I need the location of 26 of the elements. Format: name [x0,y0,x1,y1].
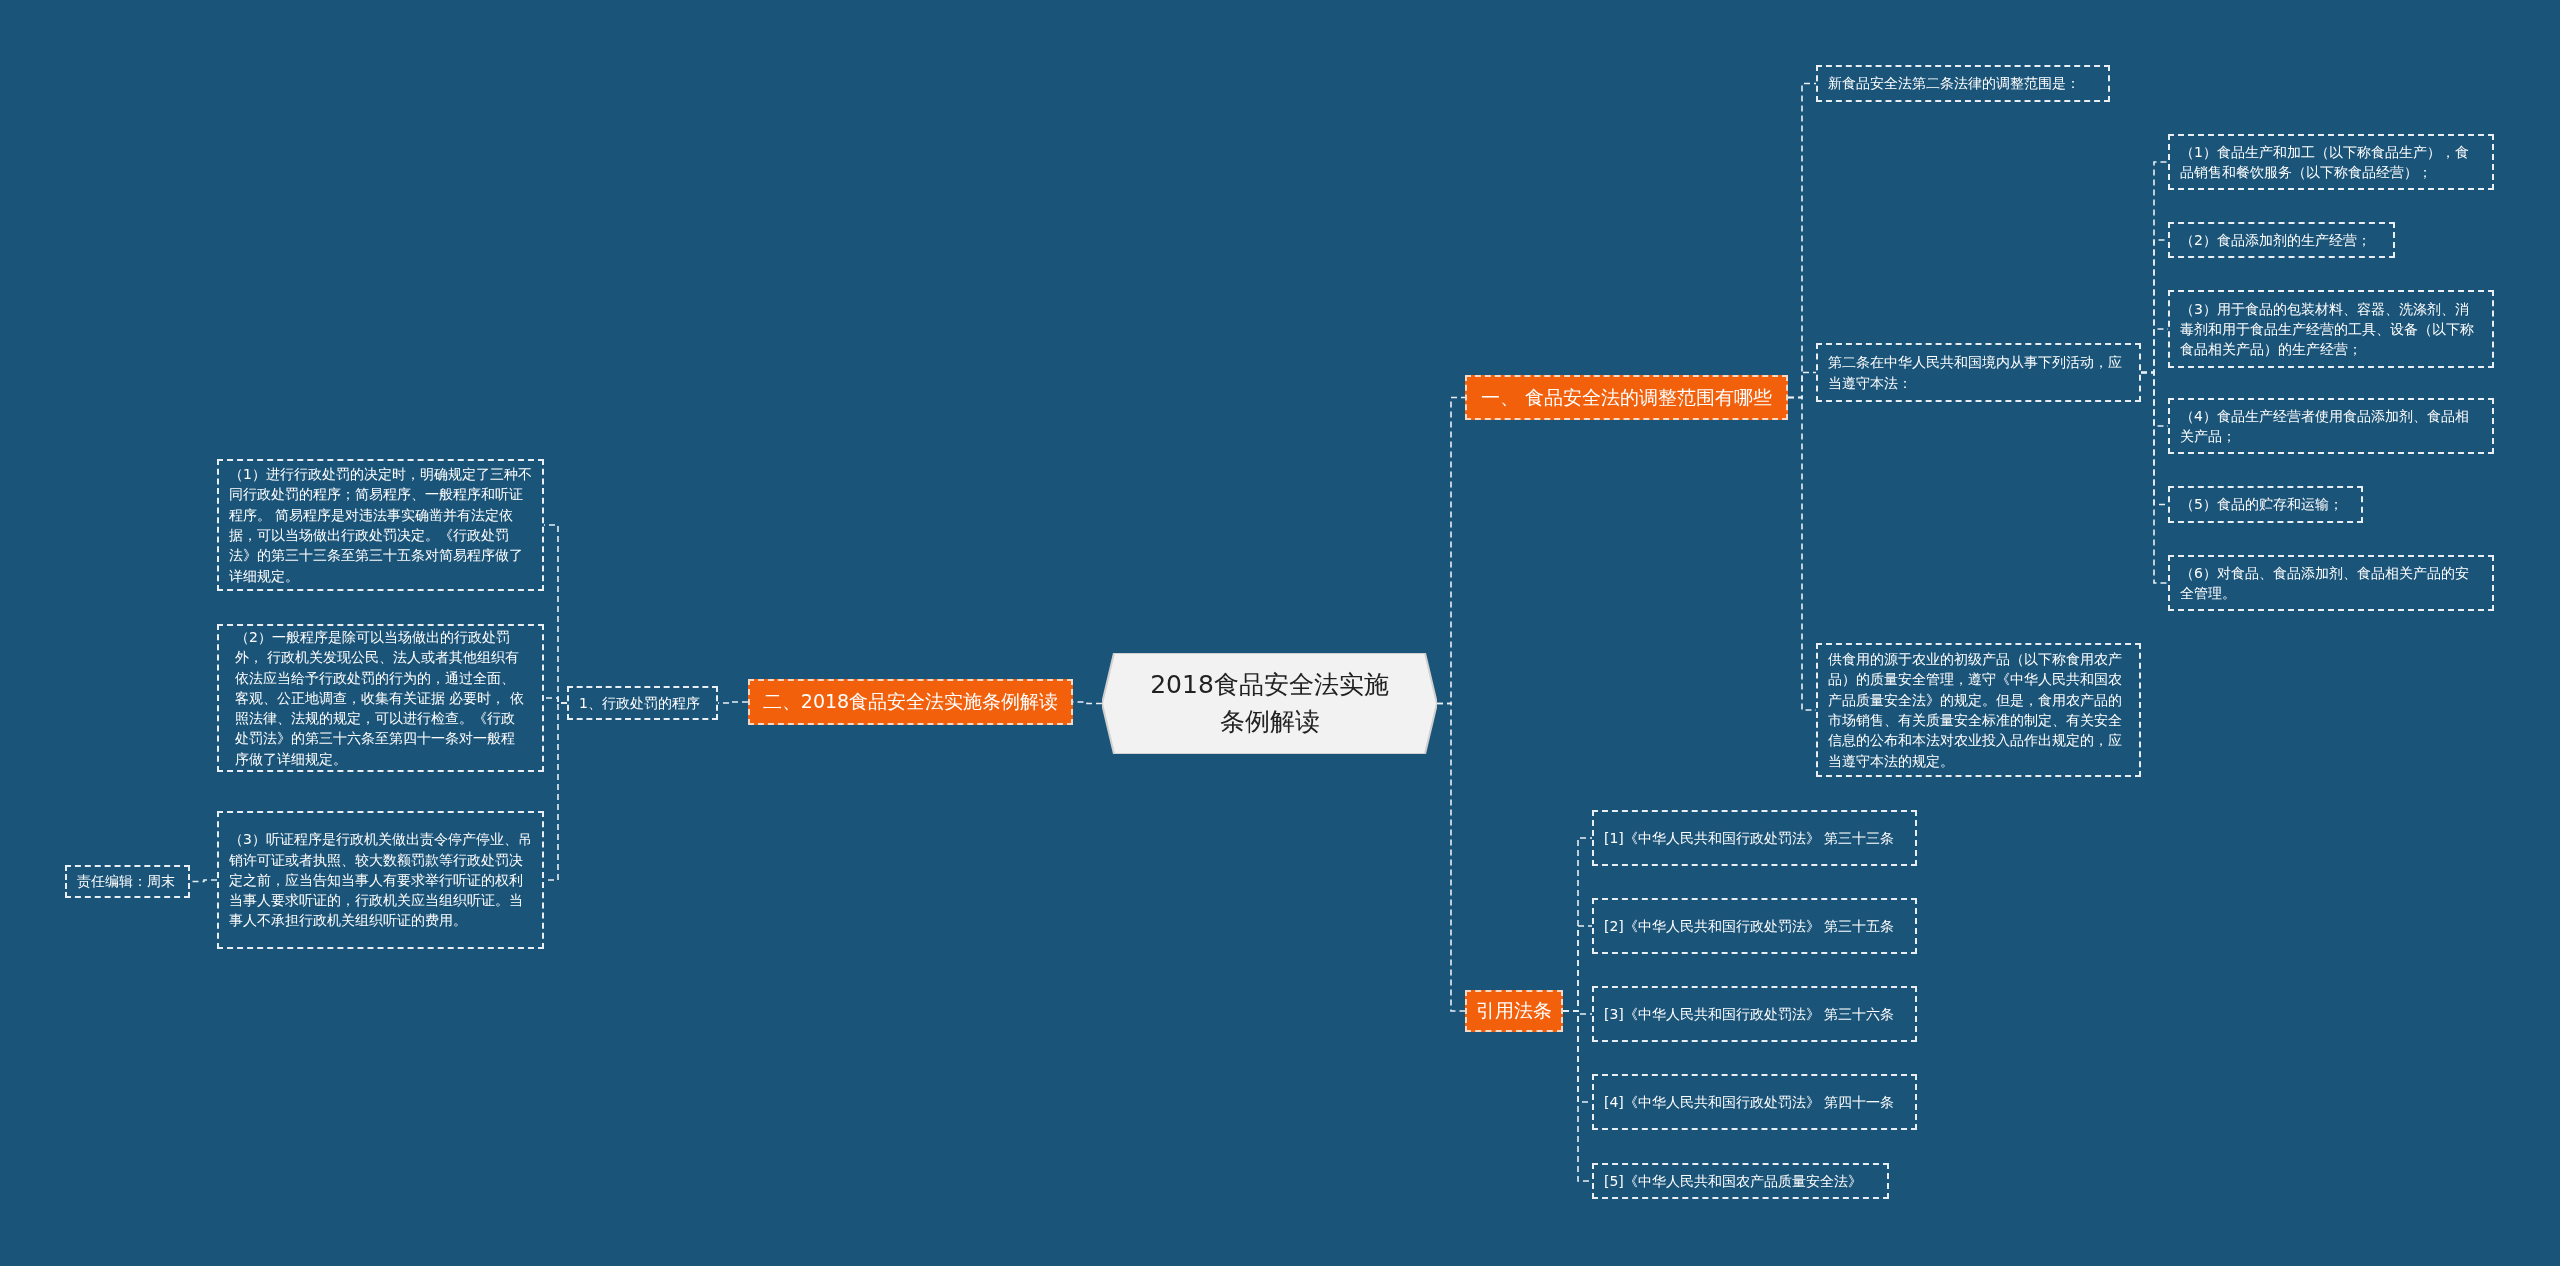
subtopic-box: [4]《中华人民共和国行政处罚法》 第四十一条 [1592,1074,1917,1130]
connector-line [1436,702,1466,1012]
subtopic-box: （2）食品添加剂的生产经营； [2168,222,2395,258]
subtopic-box: （6）对食品、食品添加剂、食品相关产品的安全管理。 [2168,555,2494,611]
subtopic-box: （3）用于食品的包装材料、容器、洗涤剂、消毒剂和用于食品生产经营的工具、设备（以下称食品相关产品）的生产经营； [2168,290,2494,368]
subtopic-box: [1]《中华人民共和国行政处罚法》 第三十三条 [1592,810,1917,866]
subtopic-box: （1）食品生产和加工（以下称食品生产），食品销售和餐饮服务（以下称食品经营）； [2168,134,2494,190]
subtopic-box: [3]《中华人民共和国行政处罚法》 第三十六条 [1592,986,1917,1042]
subtopic-box: （5）食品的贮存和运输； [2168,486,2363,523]
subtopic-box: 1、行政处罚的程序 [567,686,718,720]
connector-line [2140,371,2169,584]
subtopic-box: （3）听证程序是行政机关做出责令停产停业、吊销许可证或者执照、较大数额罚款等行政处罚决定之前，应当告知当事人有要求举行听证的权利当事人要求听证的，行政机关应当组织听证。当事人不承担行政机关组织听证的费用。 [217,811,544,949]
central-topic-box: 2018食品安全法实施条例解读 [1102,653,1437,754]
subtopic-box: （4）食品生产经营者使用食品添加剂、食品相关产品； [2168,398,2494,454]
subtopic-box: [2]《中华人民共和国行政处罚法》 第三十五条 [1592,898,1917,954]
subtopic-box: （1）进行行政处罚的决定时，明确规定了三种不同行政处罚的程序；简易程序、一般程序和听证程序。 简易程序是对违法事实确凿并有法定依据，可以当场做出行政处罚决定。《行政处罚法》的第三十三条至第三十五条对简易程序做了详细规定。 [217,459,544,591]
branch-topic-box: 引用法条 [1465,990,1563,1032]
branch-topic-box: 一、 食品安全法的调整范围有哪些 [1465,375,1788,420]
connector-line [717,701,749,704]
subtopic-box: [5]《中华人民共和国农产品质量安全法》 [1592,1163,1889,1199]
subtopic-box: 第二条在中华人民共和国境内从事下列活动，应当遵守本法： [1816,343,2141,402]
subtopic-box: 新食品安全法第二条法律的调整范围是： [1816,65,2110,102]
subtopic-box: （2）一般程序是除可以当场做出的行政处罚外， 行政机关发现公民、法人或者其他组织有依法应当给予行政处罚的行为的，通过全面、客观、公正地调查，收集有关证据 必要时， 依照法律、法规的规定，可以进行检查。《行政处罚法》的第三十六条至第四十一条对一般程序做了详细规定。 [217,624,544,772]
branch-topic-box: 二、2018食品安全法实施条例解读 [748,679,1073,725]
subtopic-box: 供食用的源于农业的初级产品（以下称食用农产品）的质量安全管理，遵守《中华人民共和国农产品质量安全法》的规定。但是，食用农产品的市场销售、有关质量安全标准的制定、有关安全信息的公布和本法对农业投入品作出规定的，应当遵守本法的规定。 [1816,643,2141,777]
subtopic-box: 责任编辑：周末 [65,865,190,898]
